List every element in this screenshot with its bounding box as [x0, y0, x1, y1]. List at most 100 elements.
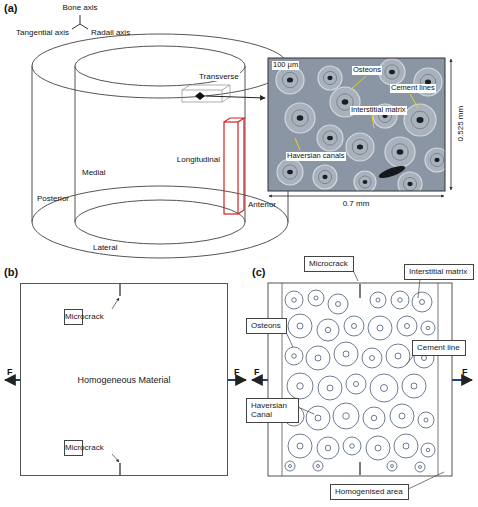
- micrograph: [268, 58, 445, 191]
- axis-label: Radail axis: [91, 28, 130, 37]
- haversian-canal: [422, 356, 427, 361]
- callout-box: Microcrack: [304, 256, 354, 272]
- haversian-canal: [370, 356, 375, 361]
- haversian-canal: [398, 298, 403, 303]
- osteon-ring: [385, 65, 399, 79]
- osteon: [344, 316, 364, 336]
- haversian-canal: [407, 182, 412, 186]
- osteon: [287, 373, 313, 399]
- osteon-ring: [283, 165, 297, 179]
- specimen-box: [182, 85, 230, 102]
- haversian-canal: [397, 149, 404, 154]
- osteon: [288, 434, 312, 458]
- haversian-canal: [403, 443, 409, 449]
- osteon: [334, 342, 358, 366]
- haversian-canal: [354, 382, 359, 387]
- dark-spot: [377, 163, 406, 180]
- dimension-label: 0.525 mm: [456, 106, 465, 142]
- osteon: [285, 103, 315, 133]
- callout-text: Haversian Canal: [251, 401, 293, 419]
- cylinder-outline: [75, 200, 245, 244]
- haversian-canal: [297, 383, 304, 390]
- haversian-canal: [297, 443, 303, 449]
- force-label: F: [254, 367, 260, 377]
- haversian-canal: [395, 353, 401, 359]
- microcrack: [119, 463, 120, 475]
- osteon: [354, 171, 376, 191]
- image-label: Cement lines: [390, 84, 436, 93]
- homogenised-strip: [438, 283, 439, 476]
- leader-line: [410, 94, 418, 108]
- haversian-canal: [350, 444, 355, 449]
- specimen-box: [238, 118, 244, 214]
- haversian-canal: [375, 445, 381, 451]
- osteon: [397, 316, 417, 336]
- osteon: [370, 374, 398, 402]
- haversian-canal: [287, 77, 293, 82]
- callout-text: Osteons: [251, 321, 282, 330]
- osteon: [394, 434, 418, 458]
- haversian-canal: [315, 355, 321, 361]
- leader-line: [406, 472, 444, 490]
- haversian-canal: [424, 418, 428, 422]
- haversian-canal: [391, 465, 394, 468]
- cylinder-outline: [32, 66, 33, 222]
- haversian-canal: [405, 324, 410, 329]
- callout-box: Interstitial matrix: [404, 264, 474, 280]
- haversian-canal: [336, 302, 341, 307]
- leader-line: [350, 76, 366, 90]
- axis-label: Bone axis: [62, 3, 97, 12]
- anatomical-label: Anterior: [248, 200, 276, 209]
- osteon: [379, 59, 405, 85]
- osteon: [288, 314, 312, 338]
- micrograph-border: [268, 58, 445, 191]
- osteon: [402, 374, 426, 398]
- haversian-canal: [411, 383, 417, 389]
- panel-label: (c): [252, 266, 265, 279]
- haversian-canal: [416, 117, 423, 123]
- haversian-canal: [426, 448, 430, 452]
- panel-label: (b): [4, 266, 18, 279]
- haversian-canal: [325, 445, 331, 451]
- specimen-marker: [195, 92, 205, 100]
- osteon: [313, 461, 323, 471]
- force-arrow: [252, 379, 268, 381]
- haversian-canal: [343, 351, 349, 357]
- microcrack: [359, 462, 360, 475]
- osteon: [368, 316, 392, 340]
- osteon: [285, 347, 303, 365]
- haversian-canal: [322, 175, 327, 179]
- force-arrow: [228, 379, 246, 381]
- osteon: [306, 346, 330, 370]
- osteon: [362, 348, 382, 368]
- haversian-canal: [314, 296, 318, 300]
- osteon-ring: [282, 72, 297, 87]
- osteon: [317, 437, 339, 459]
- force-label: F: [7, 367, 13, 377]
- osteon: [385, 137, 415, 167]
- osteon-ring: [292, 110, 309, 127]
- haversian-canal: [434, 158, 439, 162]
- model-outline: [268, 283, 452, 476]
- osteon: [318, 376, 342, 400]
- anatomical-label: Lateral: [92, 243, 118, 252]
- osteon: [363, 407, 385, 429]
- cylinder-outline: [75, 46, 245, 86]
- leader-line: [418, 279, 420, 298]
- haversian-canal: [317, 465, 320, 468]
- osteon: [308, 290, 324, 306]
- osteon: [318, 66, 342, 90]
- callout-text: Microcrack: [309, 259, 349, 268]
- osteon: [285, 291, 303, 309]
- axis-line: [80, 24, 88, 29]
- specimen-box: [224, 122, 238, 214]
- osteon: [333, 403, 359, 429]
- haversian-canal: [292, 298, 297, 303]
- axis-line: [72, 24, 80, 29]
- image-label: Interstitial matrix: [350, 106, 407, 115]
- callout-text: Cement line: [417, 343, 461, 352]
- haversian-canal: [363, 180, 368, 184]
- osteon: [328, 294, 348, 314]
- osteon-ring: [411, 111, 429, 129]
- haversian-canal: [389, 70, 395, 75]
